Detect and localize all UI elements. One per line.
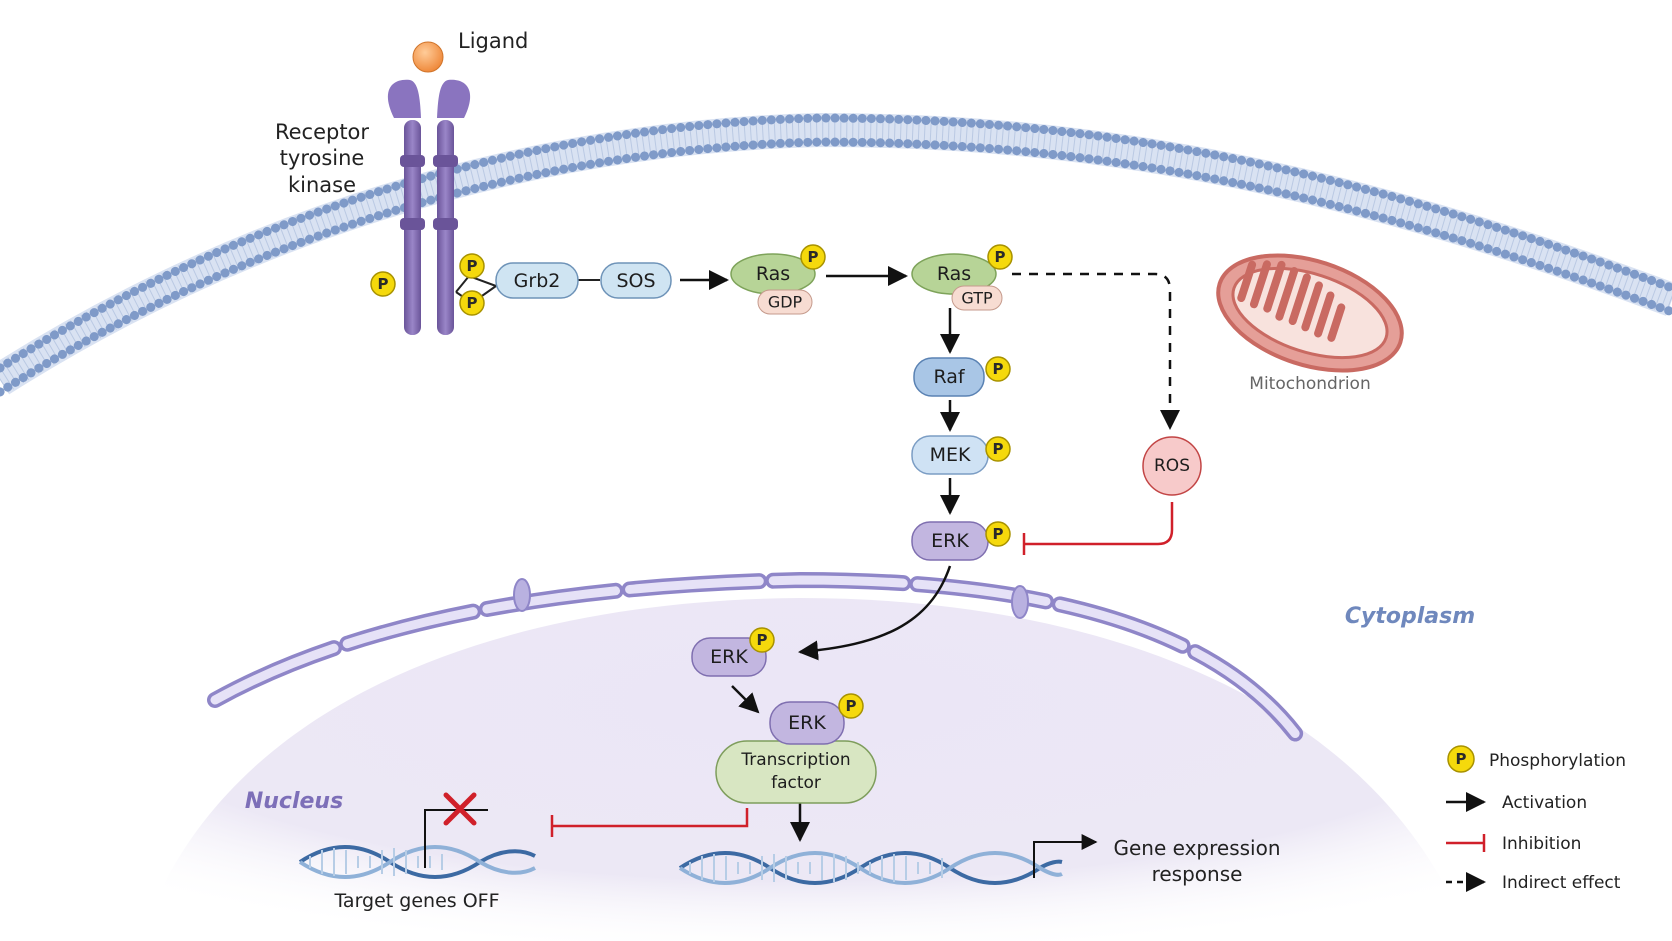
- dna-gene-expression: [678, 851, 1063, 885]
- phospho-icon: P: [749, 627, 775, 653]
- legend-activation: Activation: [1502, 793, 1587, 813]
- nucleus-label: Nucleus: [245, 789, 343, 814]
- svg-text:Ras: Ras: [937, 263, 971, 285]
- svg-text:ERK: ERK: [931, 530, 969, 552]
- svg-text:P: P: [467, 294, 478, 312]
- phospho-icon: P: [800, 244, 826, 270]
- receptor-tyrosine-kinase: [387, 79, 471, 335]
- legend-phospho-icon: P: [1447, 745, 1475, 773]
- svg-text:MEK: MEK: [930, 444, 971, 466]
- svg-text:SOS: SOS: [616, 270, 655, 292]
- gene-expression-label-line2: response: [1152, 862, 1243, 886]
- legend-indirect-effect: Indirect effect: [1502, 873, 1621, 893]
- node-grb2: Grb2: [495, 262, 579, 299]
- node-erk-bound: ERK: [769, 701, 845, 745]
- svg-text:ROS: ROS: [1154, 456, 1190, 476]
- svg-text:Raf: Raf: [933, 366, 965, 388]
- svg-text:factor: factor: [771, 773, 821, 793]
- gene-expression-promoter-arrow: [1033, 834, 1098, 878]
- legend-phosphorylation: Phosphorylation: [1489, 751, 1626, 771]
- svg-text:P: P: [757, 631, 768, 649]
- svg-text:ERK: ERK: [788, 712, 826, 734]
- svg-text:P: P: [1456, 750, 1467, 768]
- inhibition-ros-to-erk: [1024, 502, 1174, 546]
- nuclear-pore: [513, 578, 1029, 619]
- node-transcription-factor: Transcription factor: [715, 740, 877, 804]
- ligand-label: Ligand: [458, 29, 528, 53]
- svg-text:ERK: ERK: [710, 646, 748, 668]
- node-erk-nuclear: ERK: [691, 637, 767, 677]
- gene-expression-label-line1: Gene expression: [1113, 836, 1280, 860]
- receptor-label-line3: kinase: [288, 173, 356, 197]
- cell-membrane: [0, 112, 1672, 397]
- mitochondrion: [1216, 253, 1404, 373]
- mitochondrion-label: Mitochondrion: [1249, 374, 1370, 394]
- svg-text:GTP: GTP: [961, 289, 993, 308]
- legend: P Phosphorylation Activation Inhibition …: [1446, 745, 1626, 893]
- node-ras-gtp: Ras GTP: [911, 253, 1003, 311]
- phospho-icon: P: [459, 290, 485, 316]
- svg-text:P: P: [378, 275, 389, 293]
- legend-inhibition: Inhibition: [1502, 834, 1581, 854]
- node-mek: MEK: [911, 435, 989, 475]
- svg-text:Ras: Ras: [756, 263, 790, 285]
- target-gene-promoter: [424, 809, 488, 868]
- node-sos: SOS: [600, 262, 672, 299]
- node-ras-gdp: Ras GDP: [730, 253, 816, 315]
- arrow-erk-to-tf: [731, 685, 760, 714]
- inhibition-tf-to-target-genes: [552, 808, 749, 828]
- svg-text:P: P: [995, 248, 1006, 266]
- ligand: [412, 41, 444, 73]
- svg-text:P: P: [846, 697, 857, 715]
- svg-text:P: P: [808, 248, 819, 266]
- phospho-icon: P: [985, 356, 1011, 382]
- phospho-icon: P: [459, 253, 485, 279]
- blocked-x-icon: [443, 792, 477, 826]
- indirect-arrow-ras-to-ros: [1012, 272, 1180, 430]
- dna-target-genes: [298, 845, 536, 879]
- phospho-icon: P: [987, 244, 1013, 270]
- svg-text:P: P: [467, 257, 478, 275]
- inhibition-lines: [550, 502, 1174, 837]
- receptor-label-line1: Receptor: [275, 120, 369, 144]
- legend-inhibition-icon: [1446, 834, 1486, 852]
- cytoplasm-label: Cytoplasm: [1345, 604, 1475, 629]
- svg-text:P: P: [993, 360, 1004, 378]
- node-erk: ERK: [911, 521, 989, 561]
- activation-arrows: [680, 266, 960, 842]
- svg-text:Grb2: Grb2: [514, 270, 561, 292]
- phospho-icon: P: [985, 521, 1011, 547]
- svg-text:P: P: [993, 525, 1004, 543]
- node-ros: ROS: [1142, 436, 1202, 496]
- svg-text:GDP: GDP: [768, 293, 803, 312]
- phospho-icon: P: [985, 436, 1011, 462]
- svg-text:P: P: [993, 440, 1004, 458]
- arrow-erk-nuclear-translocation: [798, 565, 952, 661]
- svg-text:Transcription: Transcription: [740, 750, 850, 770]
- phospho-icon: P: [370, 271, 396, 297]
- receptor-label-line2: tyrosine: [280, 146, 365, 170]
- target-genes-off-label: Target genes OFF: [333, 890, 499, 912]
- phospho-icon: P: [838, 693, 864, 719]
- node-raf: Raf: [913, 357, 985, 397]
- phospho-badges: P P P P P P P P P P: [370, 244, 1013, 719]
